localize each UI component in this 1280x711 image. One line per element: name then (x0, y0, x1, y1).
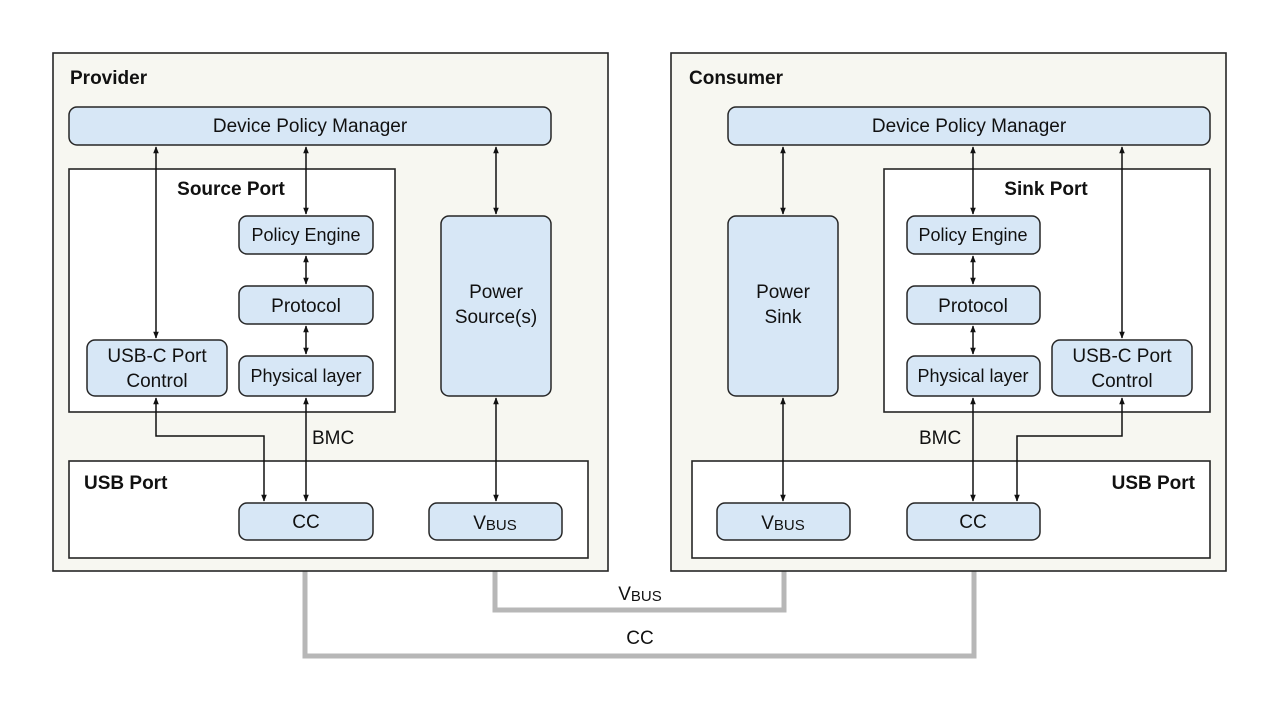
provider-protocol: Protocol (238, 285, 374, 325)
provider-usb-c-port-control: USB-C Port Control (86, 339, 228, 397)
provider-dpm-label: Device Policy Manager (213, 116, 408, 137)
provider-protocol-label: Protocol (271, 296, 341, 317)
sink-port-title: Sink Port (1004, 179, 1088, 200)
provider-cc-label: CC (292, 512, 319, 533)
consumer-device-policy-manager: Device Policy Manager (727, 106, 1211, 146)
power-source-line1: Power (469, 282, 524, 303)
vbus-cable-label: VBUS (618, 584, 662, 605)
power-sink-line1: Power (756, 282, 811, 303)
provider-policy-engine-label: Policy Engine (251, 225, 360, 245)
provider-physical-layer-label: Physical layer (250, 366, 361, 386)
consumer-dpm-label: Device Policy Manager (872, 116, 1067, 137)
consumer-power-sink: Power Sink (727, 215, 839, 397)
provider-usb-port-title: USB Port (84, 473, 168, 494)
consumer-port-control-to-cc-arrow (1014, 397, 1125, 502)
consumer-title: Consumer (689, 68, 784, 89)
consumer-vbus-label: VBUS (761, 513, 805, 534)
power-sink-line2: Sink (765, 307, 802, 328)
consumer-cc-block: CC (906, 502, 1041, 541)
consumer-port-control-line1: USB-C Port (1072, 346, 1172, 367)
provider-vbus-block: VBUS (428, 502, 563, 541)
provider-physical-layer: Physical layer (238, 355, 374, 397)
cc-cable (302, 560, 977, 659)
provider-device-policy-manager: Device Policy Manager (68, 106, 552, 146)
provider-vbus-label: VBUS (473, 513, 517, 534)
consumer-vbus-block: VBUS (716, 502, 851, 541)
consumer-physical-layer-label: Physical layer (917, 366, 1028, 386)
port-control-to-cc-arrow (153, 397, 267, 502)
consumer-physical-layer: Physical layer (906, 355, 1041, 397)
provider-panel: Provider Device Policy Manager Source Po… (52, 52, 609, 572)
provider-cc-block: CC (238, 502, 374, 541)
consumer-policy-engine-label: Policy Engine (918, 225, 1027, 245)
consumer-usb-port-title: USB Port (1112, 473, 1196, 494)
provider-title: Provider (70, 68, 148, 89)
consumer-port-control-line2: Control (1091, 371, 1152, 392)
consumer-panel: Consumer Device Policy Manager Sink Port… (670, 52, 1227, 572)
consumer-protocol-label: Protocol (938, 296, 1008, 317)
consumer-protocol: Protocol (906, 285, 1041, 325)
vbus-cable (492, 560, 787, 613)
provider-bmc-label: BMC (312, 428, 354, 449)
power-source-line2: Source(s) (455, 307, 537, 328)
consumer-cc-label: CC (959, 512, 986, 533)
cc-cable-label: CC (626, 628, 653, 649)
provider-policy-engine: Policy Engine (238, 215, 374, 255)
consumer-policy-engine: Policy Engine (906, 215, 1041, 255)
provider-port-control-line2: Control (126, 371, 187, 392)
source-port-title: Source Port (177, 179, 285, 200)
consumer-bmc-label: BMC (919, 428, 961, 449)
provider-power-source: Power Source(s) (440, 215, 552, 397)
provider-port-control-line1: USB-C Port (107, 346, 207, 367)
consumer-usb-c-port-control: USB-C Port Control (1051, 339, 1193, 397)
